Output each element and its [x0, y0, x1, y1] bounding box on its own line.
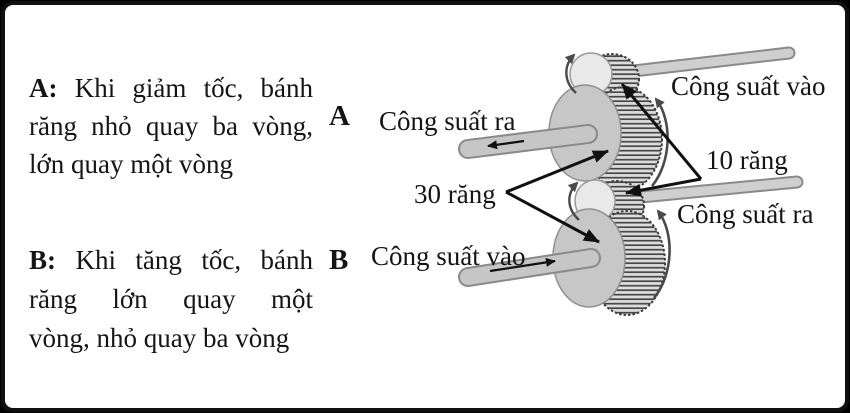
- rotation-arrow-icon: [652, 209, 671, 299]
- note-b-line1: B: Khi tăng tốc, bánh: [29, 241, 313, 280]
- label-input-shaft-a: Công suất vào: [671, 71, 826, 101]
- note-b-line3: vòng, nhỏ quay ba vòng: [29, 323, 290, 353]
- rotation-arrow-icon: [564, 53, 577, 94]
- label-input-shaft-b: Công suất vào: [371, 241, 526, 271]
- note-a: A: Khi giảm tốc, bánh răng nhỏ quay ba v…: [29, 69, 313, 183]
- label-output-shaft-a: Công suất ra: [379, 106, 516, 136]
- rotation-arrow-icon: [567, 181, 580, 221]
- diagram-marker-b: B: [329, 244, 349, 276]
- pointer-arrow-30rang-b: [505, 190, 600, 244]
- label-large-gear: 30 răng: [414, 179, 496, 209]
- gear-assembly-b: [458, 175, 804, 316]
- label-output-shaft-b: Công suất ra: [677, 199, 814, 229]
- label-small-gear: 10 răng: [706, 145, 788, 175]
- input-direction-arrow-icon: [489, 257, 556, 273]
- note-a-line1: A: Khi giảm tốc, bánh: [29, 69, 313, 107]
- output-direction-arrow-icon: [487, 139, 525, 150]
- note-b-prefix: B:: [29, 245, 56, 275]
- pointer-arrow-10rang-a: [620, 83, 703, 180]
- note-b: B: Khi tăng tốc, bánh răng lớn quay một …: [29, 241, 313, 358]
- pointer-arrow-10rang-b: [625, 177, 702, 197]
- note-b-line1-text: Khi tăng tốc, bánh: [75, 245, 313, 275]
- note-a-prefix: A:: [29, 73, 58, 103]
- note-a-line2: răng nhỏ quay ba vòng,: [29, 111, 313, 141]
- note-a-line3: lớn quay một vòng: [29, 149, 234, 179]
- rotation-arrow-icon: [650, 97, 669, 187]
- note-b-line2: răng lớn quay một: [29, 284, 313, 314]
- diagram-marker-a: A: [329, 100, 350, 132]
- pointer-arrow-30rang-a: [505, 149, 609, 194]
- label-pointers: [505, 83, 703, 244]
- note-a-line1-text: Khi giảm tốc, bánh: [74, 73, 313, 103]
